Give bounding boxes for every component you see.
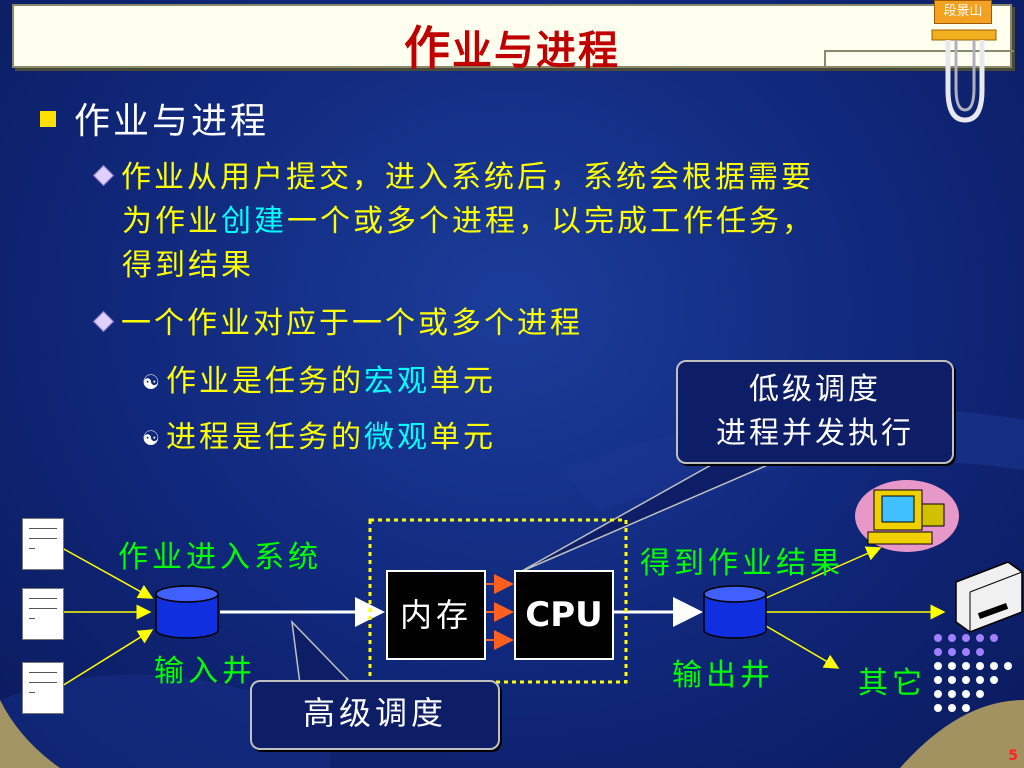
get-job-result-label: 得到作业结果 xyxy=(640,546,844,581)
paper-clip-icon xyxy=(931,29,997,123)
title-decor xyxy=(824,50,1014,68)
bullet-job-submission: 作业从用户提交，进入系统后，系统会根据需要 为作业创建一个或多个进程，以完成工作… xyxy=(92,156,972,288)
cpu-box: CPU xyxy=(514,570,614,660)
document-icon xyxy=(22,518,64,570)
title-bar: 作业与进程 xyxy=(12,4,1014,75)
sub-bullet-macro: ☯作业是任务的宏观单元 xyxy=(142,360,496,404)
computer-icon xyxy=(855,480,959,552)
square-bullet-icon xyxy=(40,111,56,127)
output-well-label: 输出井 xyxy=(672,658,774,693)
document-icon xyxy=(22,588,64,640)
section-heading: 作业与进程 xyxy=(74,101,270,142)
printer-icon xyxy=(955,561,1023,633)
document-icon xyxy=(22,662,64,714)
input-well-cylinder-icon xyxy=(155,585,219,639)
output-well-cylinder-icon xyxy=(703,585,767,639)
heading-bullet: 作业与进程 xyxy=(40,92,269,144)
low-level-scheduling-callout: 低级调度 进程并发执行 xyxy=(676,360,954,464)
bullet-job-process-relation: 一个作业对应于一个或多个进程 xyxy=(92,302,583,346)
high-level-scheduling-callout: 高级调度 xyxy=(250,680,500,750)
input-well-label: 输入井 xyxy=(154,654,256,689)
sub-bullet-micro: ☯进程是任务的微观单元 xyxy=(142,416,496,460)
dot-pattern-decor xyxy=(934,634,1012,712)
slide-title: 作业与进程 xyxy=(404,21,620,75)
job-enter-system-label: 作业进入系统 xyxy=(118,540,322,575)
memory-box: 内存 xyxy=(386,570,486,660)
other-label: 其它 xyxy=(858,666,926,701)
author-tag: 段景山 xyxy=(934,0,992,24)
page-number: 5 xyxy=(1008,748,1018,764)
